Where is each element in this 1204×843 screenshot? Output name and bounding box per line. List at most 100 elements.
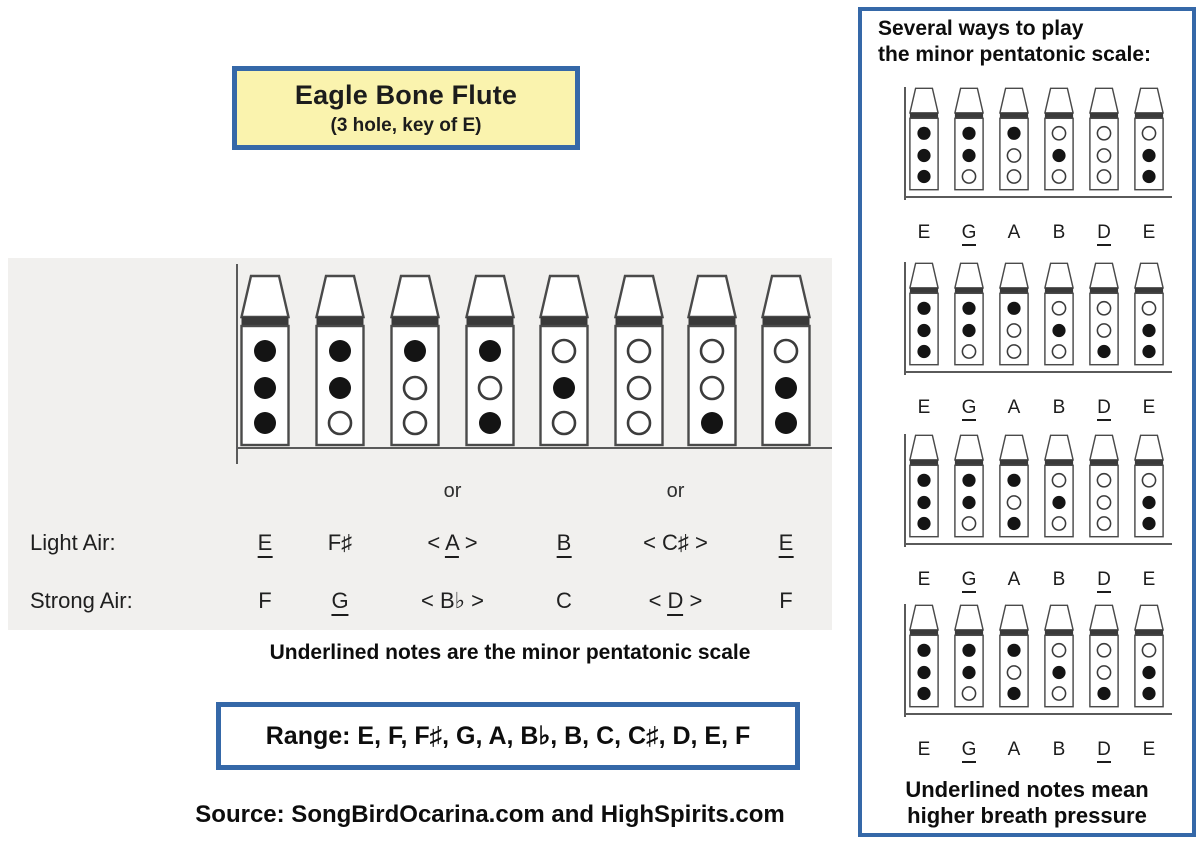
hole-covered-icon (917, 344, 931, 359)
hole-covered-icon (917, 126, 931, 140)
flute-diagram (1043, 262, 1075, 373)
flute-mouthpiece-icon (1088, 262, 1120, 289)
flute-icon (1043, 87, 1075, 191)
flute-diagram (1133, 604, 1165, 715)
note-label: B (1052, 222, 1066, 243)
flute-diagram (1133, 434, 1165, 545)
flute-diagram (1133, 87, 1165, 198)
flute-diagram (314, 274, 366, 452)
hole-covered-icon (917, 169, 931, 184)
chart-baseline (236, 447, 832, 449)
flute-icon (686, 274, 738, 447)
flute-mouthpiece-icon (464, 274, 516, 319)
hole-open-icon (1051, 516, 1067, 531)
note-label: B (556, 530, 572, 558)
flute-band-icon (999, 459, 1029, 466)
side-panel-title-line2: the minor pentatonic scale: (878, 43, 1152, 66)
flute-band-icon (762, 317, 810, 326)
caption-pentatonic: Underlined notes are the minor pentatoni… (269, 641, 751, 664)
flute-band-icon (1089, 629, 1119, 636)
flute-band-icon (1134, 459, 1164, 466)
flute-band-icon (909, 287, 939, 294)
flute-band-icon (466, 317, 514, 326)
note-label: E (917, 739, 931, 760)
hole-covered-icon (1052, 148, 1066, 163)
flute-icon (953, 87, 985, 191)
flute-diagram (953, 434, 985, 545)
range-box: Range: E, F, F♯, G, A, B♭, B, C, C♯, D, … (216, 702, 800, 770)
note-label: G (954, 222, 984, 246)
flute-mouthpiece-icon (1133, 87, 1165, 114)
note-label: < D > (649, 588, 702, 616)
hole-covered-icon (1007, 686, 1021, 701)
hole-open-icon (961, 169, 977, 184)
flute-band-icon (909, 459, 939, 466)
hole-covered-icon (254, 377, 276, 399)
hole-covered-icon (917, 686, 931, 701)
hole-open-icon (961, 516, 977, 531)
note-label: E (917, 397, 931, 418)
flute-icon (464, 274, 516, 447)
flute-icon (998, 262, 1030, 366)
hole-open-icon (1096, 169, 1112, 184)
flute-icon (1133, 87, 1165, 191)
flute-diagram (389, 274, 441, 452)
flute-diagram (1043, 434, 1075, 545)
flute-band-icon (1089, 459, 1119, 466)
hole-covered-icon (254, 412, 276, 434)
hole-covered-icon (1142, 686, 1156, 701)
flute-band-icon (954, 112, 984, 119)
hole-open-icon (961, 686, 977, 701)
flute-band-icon (1134, 112, 1164, 119)
hole-covered-icon (329, 340, 351, 362)
hole-covered-icon (775, 377, 797, 399)
flute-mouthpiece-icon (613, 274, 665, 319)
flute-mouthpiece-icon (998, 262, 1030, 289)
flute-mouthpiece-icon (1133, 604, 1165, 631)
flute-mouthpiece-icon (998, 87, 1030, 114)
flute-diagram (908, 434, 940, 545)
hole-open-icon (327, 410, 353, 436)
note-label: F (258, 588, 272, 613)
flute-diagram (1088, 604, 1120, 715)
hole-open-icon (1051, 300, 1067, 316)
note-label: E (1142, 739, 1156, 760)
flute-icon (908, 434, 940, 538)
hole-covered-icon (553, 377, 575, 399)
flute-diagram (998, 604, 1030, 715)
flute-icon (953, 262, 985, 366)
flute-icon (998, 87, 1030, 191)
flute-icon (998, 604, 1030, 708)
flute-icon (1133, 262, 1165, 366)
flute-icon (538, 274, 590, 447)
flute-mouthpiece-icon (908, 87, 940, 114)
hole-open-icon (1096, 642, 1112, 658)
hole-open-icon (699, 338, 725, 364)
hole-covered-icon (1007, 473, 1021, 487)
flute-diagram (998, 87, 1030, 198)
title-box: Eagle Bone Flute (3 hole, key of E) (232, 66, 580, 150)
hole-open-icon (773, 338, 799, 364)
note-label: < B♭ > (421, 588, 484, 613)
flute-diagram (908, 87, 940, 198)
note-label: E (1142, 569, 1156, 590)
hole-open-icon (1096, 472, 1112, 488)
hole-open-icon (477, 375, 503, 401)
flute-mouthpiece-icon (953, 434, 985, 461)
hole-covered-icon (917, 301, 931, 315)
flute-mouthpiece-icon (1043, 604, 1075, 631)
hole-open-icon (1051, 686, 1067, 701)
hole-open-icon (1096, 125, 1112, 141)
flute-icon (389, 274, 441, 447)
flute-diagram (953, 262, 985, 373)
hole-open-icon (1096, 300, 1112, 316)
flute-band-icon (909, 112, 939, 119)
note-label: D (1089, 739, 1119, 763)
flute-band-icon (391, 317, 439, 326)
flute-band-icon (1044, 287, 1074, 294)
